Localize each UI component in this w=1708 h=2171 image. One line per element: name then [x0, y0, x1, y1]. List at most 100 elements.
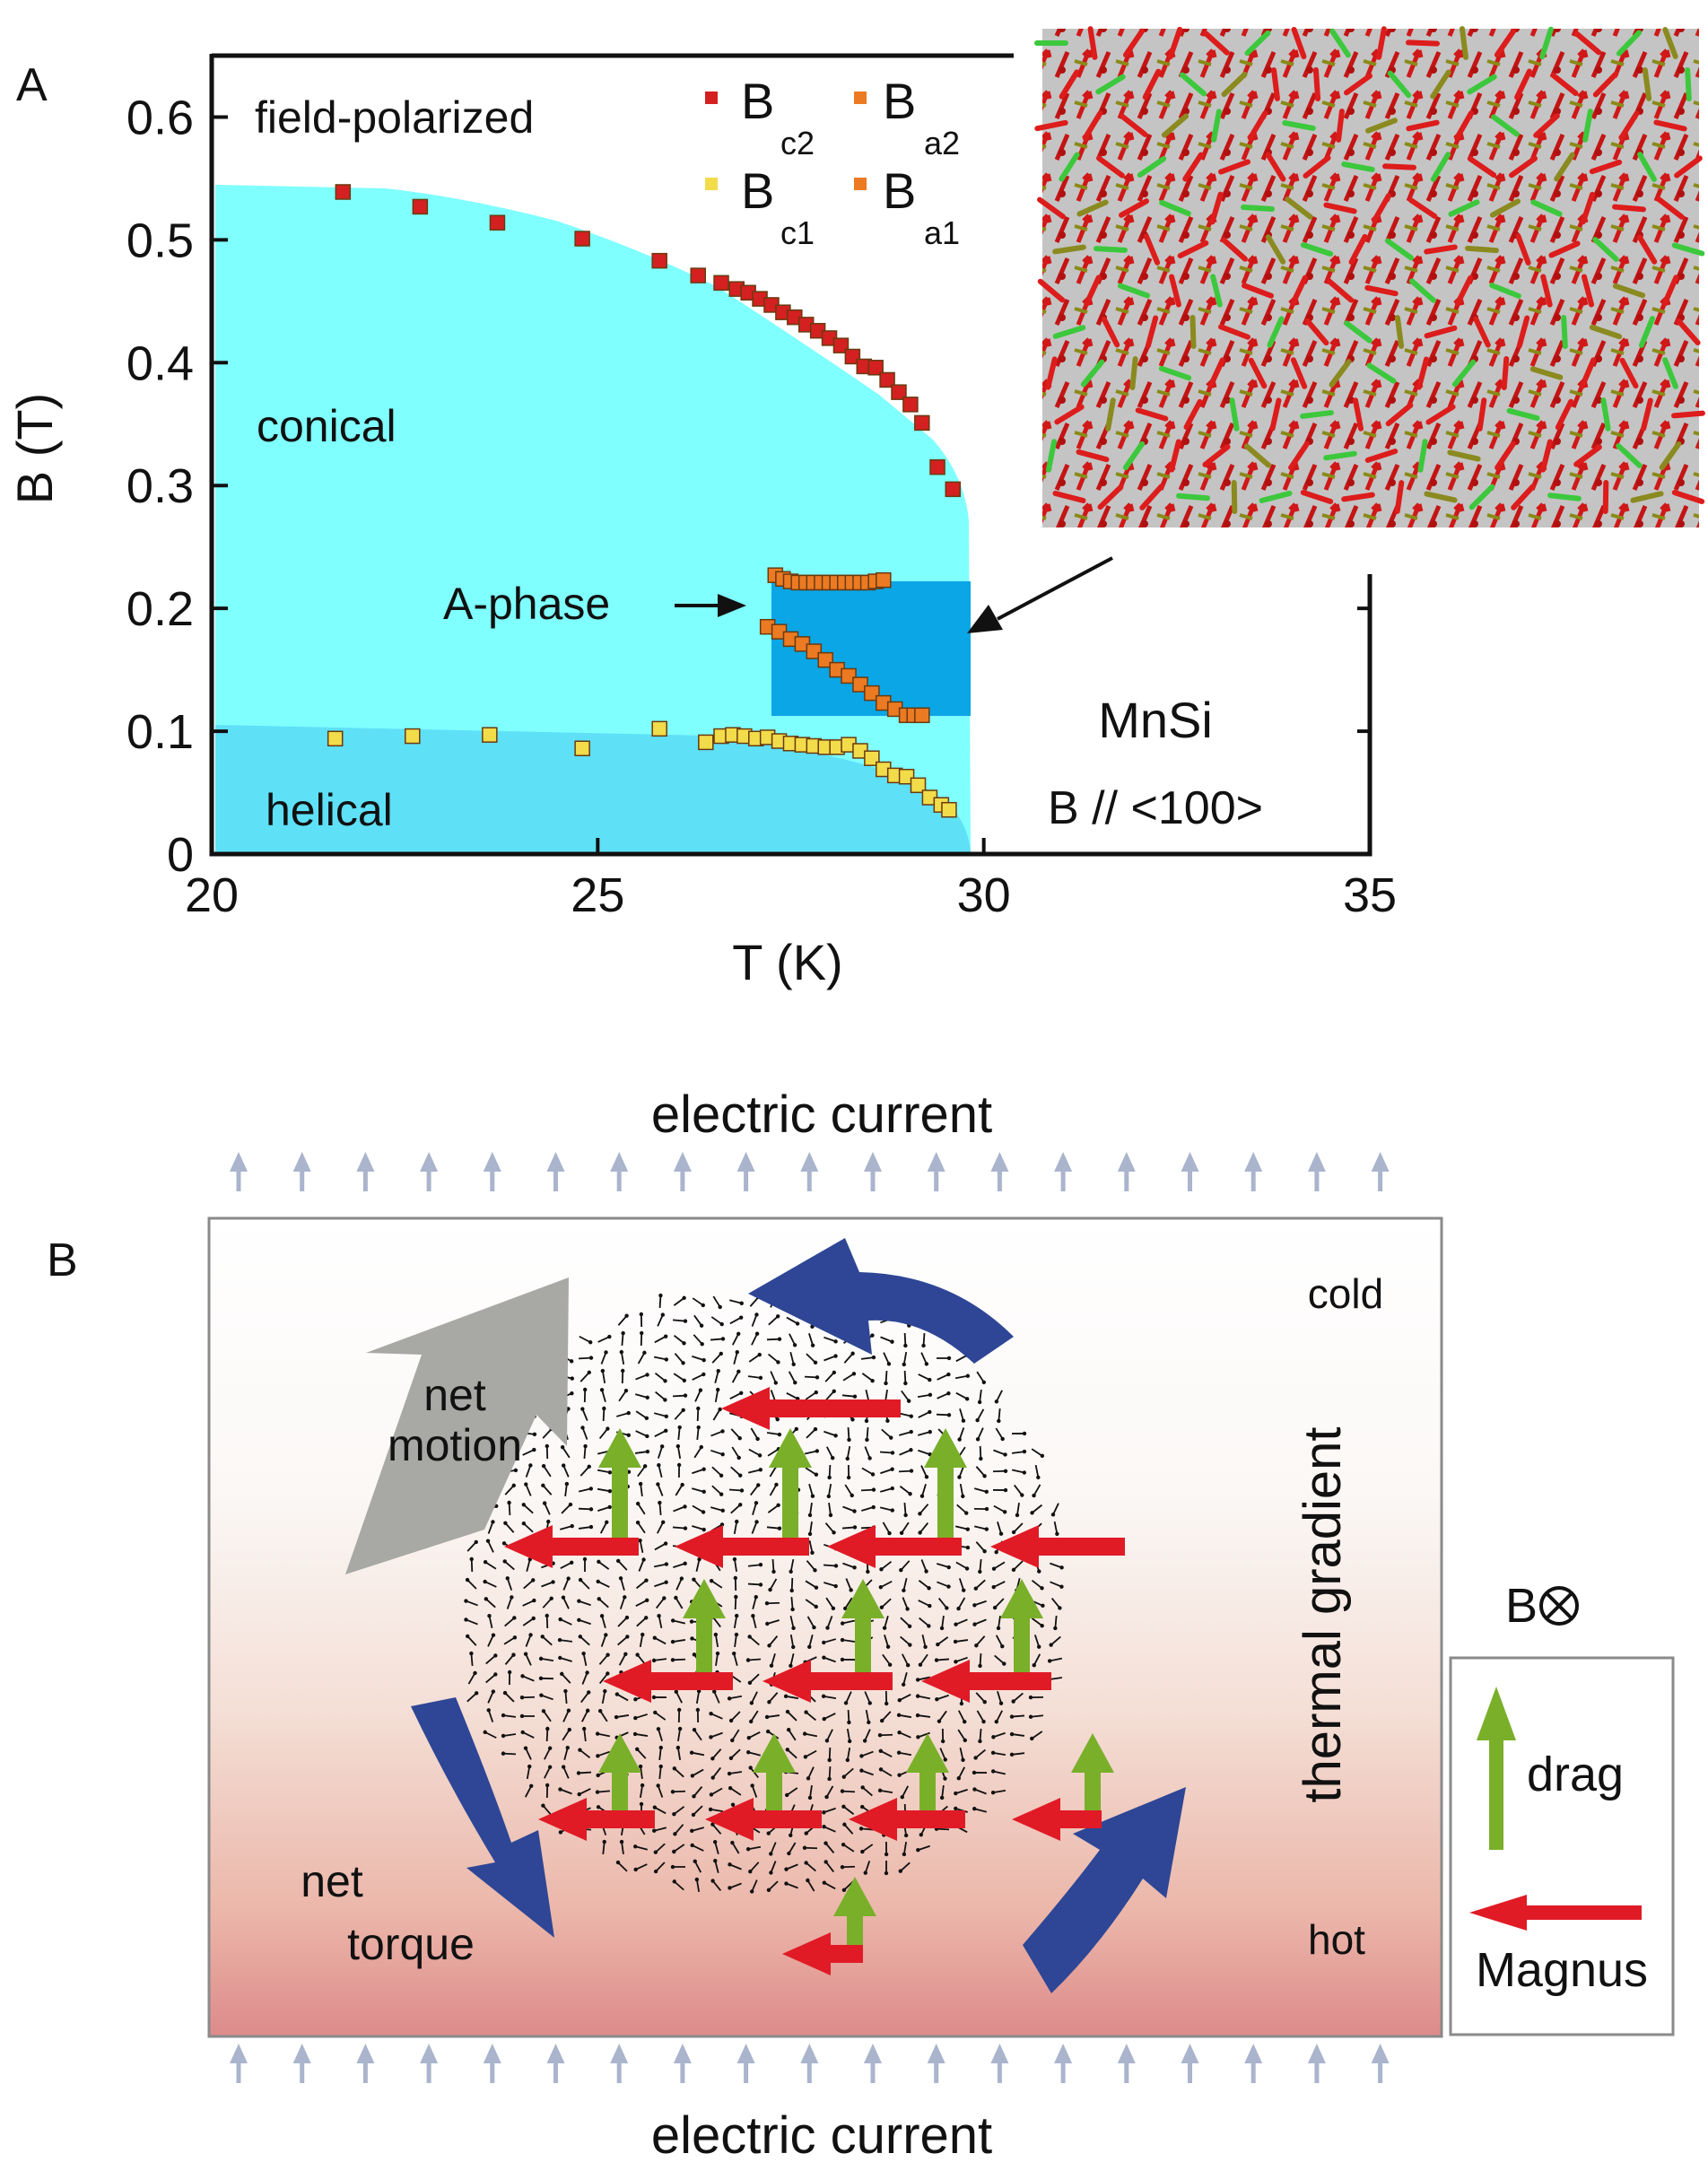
spin-arrow-head	[887, 1530, 892, 1536]
spin-arrow-head	[791, 1644, 796, 1650]
spin-arrow-head	[789, 1569, 793, 1574]
spin-arrow-head	[618, 1576, 623, 1581]
spin-arrow	[655, 1861, 666, 1872]
spin-arrow-head	[822, 1880, 827, 1885]
spin-arrow-head	[1003, 1452, 1007, 1457]
spin-arrow-head	[806, 1776, 811, 1781]
spin-arrow-head	[810, 1550, 815, 1556]
spin-arrow-head	[1037, 1644, 1041, 1649]
spin-arrow	[824, 1656, 836, 1663]
spin-arrow	[939, 1748, 946, 1760]
spin-arrow-head	[664, 1580, 668, 1584]
spin-arrow-head	[1049, 1643, 1053, 1647]
spin-arrow	[581, 1672, 588, 1685]
spin-arrow-head	[825, 1626, 830, 1630]
spin-arrow	[998, 1408, 1001, 1422]
spin-arrow	[747, 1469, 762, 1474]
spin-arrow-head	[754, 1595, 758, 1600]
spin-arrow	[466, 1618, 478, 1626]
spin-arrow	[693, 1729, 702, 1741]
spin-arrow-head	[822, 1655, 826, 1660]
legend-swatch-bc1	[705, 178, 718, 190]
spin-arrow	[523, 1504, 534, 1514]
spin-arrow	[767, 1504, 780, 1513]
spin-arrow	[751, 1785, 758, 1798]
spin-arrow	[695, 1690, 701, 1705]
spin-arrow	[672, 1394, 686, 1398]
spin-arrow	[937, 1694, 949, 1701]
spin-arrow	[654, 1712, 667, 1721]
spin-arrow-head	[843, 1606, 848, 1611]
inset-spin	[1326, 278, 1355, 303]
spin-arrow	[1050, 1562, 1062, 1569]
spin-arrow-head	[764, 1601, 770, 1606]
inset-spin	[1573, 31, 1602, 56]
spin-arrow-head	[1028, 1714, 1033, 1719]
spin-arrow-head	[789, 1588, 794, 1593]
spin-arrow-head	[547, 1765, 553, 1769]
spin-arrow-head	[739, 1391, 744, 1396]
spin-arrow	[730, 1711, 741, 1722]
spin-arrow-head	[570, 1523, 574, 1529]
inset-spin	[1454, 110, 1474, 141]
spin-arrow	[675, 1597, 684, 1609]
spin-arrow-head	[749, 1719, 754, 1724]
spin-arrow	[730, 1504, 741, 1514]
spin-arrow-head	[775, 1417, 780, 1422]
spin-arrow	[841, 1394, 856, 1398]
magnus-arrow-head	[921, 1660, 970, 1703]
spin-arrow-head	[695, 1707, 701, 1713]
spin-arrow-head	[607, 1504, 612, 1510]
spin-arrow	[484, 1731, 497, 1739]
spin-arrow	[766, 1338, 780, 1341]
spin-arrow-head	[635, 1520, 640, 1525]
spin-arrow	[921, 1484, 927, 1496]
spin-arrow	[974, 1487, 987, 1493]
spin-arrow-head	[624, 1615, 630, 1620]
spin-arrow-head	[908, 1492, 912, 1496]
spin-arrow	[579, 1335, 591, 1344]
spin-arrow-head	[730, 1840, 735, 1845]
current-arrow-head	[1371, 2044, 1390, 2063]
spin-arrow	[824, 1522, 835, 1533]
x-tick-label: 35	[1343, 868, 1397, 922]
inset-spin	[1211, 109, 1222, 143]
inset-spin	[1037, 278, 1066, 303]
spin-arrow-head	[1059, 1565, 1064, 1570]
spin-arrow	[880, 1336, 893, 1343]
spin-arrow-head	[775, 1314, 780, 1319]
spin-arrow-head	[702, 1372, 706, 1377]
spin-arrow-head	[902, 1588, 906, 1593]
spin-arrow-head	[812, 1625, 816, 1630]
current-arrow-head	[546, 1152, 565, 1172]
spin-arrow-head	[485, 1539, 491, 1543]
inset-spin	[1592, 71, 1619, 98]
spin-arrow	[730, 1748, 741, 1759]
spin-arrow	[902, 1577, 908, 1591]
spin-arrow	[597, 1581, 610, 1588]
spin-arrow-head	[915, 1713, 920, 1718]
spin-arrow-head	[928, 1603, 932, 1609]
spin-arrow	[711, 1879, 722, 1892]
spin-arrow-head	[767, 1700, 771, 1705]
spin-arrow-head	[638, 1481, 643, 1487]
inset-spin	[1101, 316, 1120, 348]
spin-arrow-head	[670, 1658, 675, 1662]
spin-arrow-head	[663, 1334, 668, 1338]
spin-arrow-head	[936, 1642, 940, 1647]
spin-arrow-head	[852, 1509, 857, 1513]
spin-arrow	[617, 1635, 628, 1646]
net-motion-line1: net	[423, 1370, 486, 1420]
drag-arrow-head	[833, 1877, 876, 1916]
spin-arrow-head	[651, 1658, 657, 1663]
spin-arrow-head	[621, 1368, 625, 1373]
inset-spin	[1139, 484, 1164, 510]
spin-arrow	[561, 1673, 571, 1684]
spin-arrow-head	[614, 1692, 620, 1696]
spin-arrow-head	[792, 1343, 797, 1347]
field-direction-label: B // <100>	[1048, 782, 1263, 834]
spin-arrow	[805, 1749, 817, 1758]
spin-arrow	[747, 1658, 762, 1661]
spin-arrow-head	[974, 1644, 979, 1648]
